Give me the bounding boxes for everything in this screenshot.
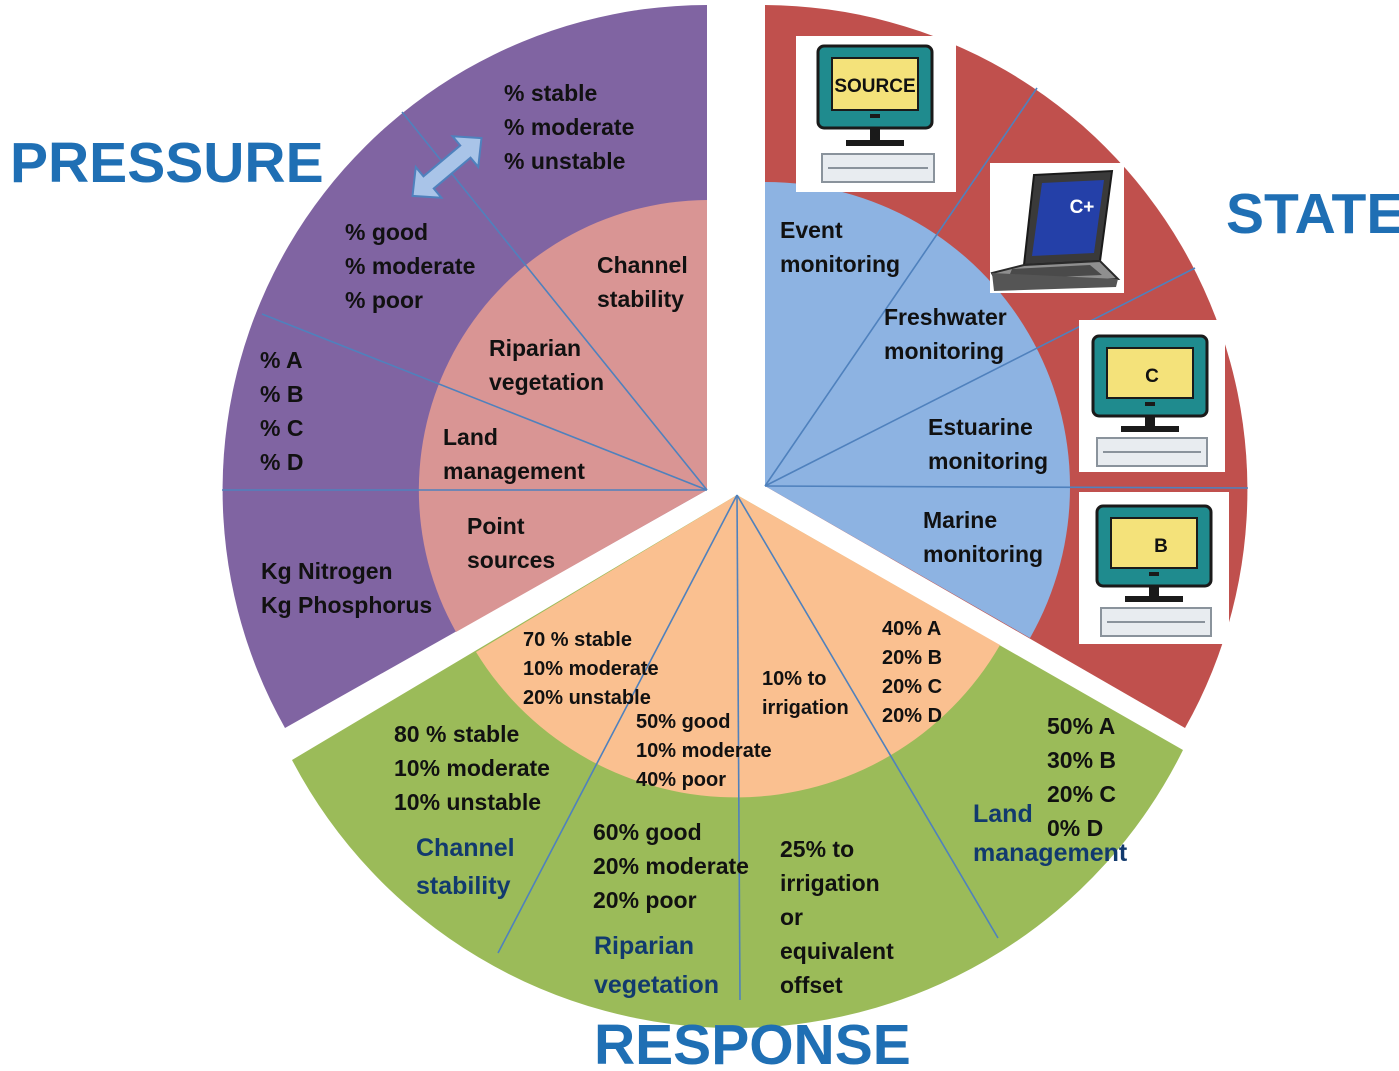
response-channel-stability-label: Channel stability bbox=[416, 834, 522, 900]
double-arrow-icon bbox=[411, 135, 483, 199]
freshwater-monitoring-label: Freshwater monitoring bbox=[884, 304, 1013, 364]
response-heading: RESPONSE bbox=[594, 1013, 911, 1071]
svg-text:B: B bbox=[1154, 536, 1168, 557]
response-stability-values: 80 % stable 10% moderate 10% unstable bbox=[394, 721, 556, 815]
marine-monitoring-label: Marine monitoring bbox=[923, 507, 1043, 567]
pressure-stability-levels: % stable % moderate % unstable bbox=[504, 80, 641, 174]
response-land-management-label: Land management bbox=[973, 800, 1128, 867]
pressure-point-sources-label: Point sources bbox=[467, 513, 555, 573]
pressure-dividers bbox=[222, 111, 708, 491]
response-irrigation-values: 25% to irrigation or equivalent offset bbox=[780, 836, 900, 998]
pressure-inner-ring bbox=[418, 200, 707, 632]
state-inner-ring bbox=[765, 181, 1071, 638]
pressure-heading: PRESSURE bbox=[10, 131, 324, 195]
response-riparian-vegetation-label: Riparian vegetation bbox=[594, 932, 719, 999]
response-vegetation-values: 60% good 20% moderate 20% poor bbox=[593, 819, 755, 913]
pressure-riparian-vegetation-label: Riparian vegetation bbox=[489, 335, 604, 395]
estuarine-monitoring-label: Estuarine monitoring bbox=[928, 414, 1048, 474]
svg-text:SOURCE: SOURCE bbox=[834, 76, 915, 97]
source-monitor-icon: SOURCE bbox=[796, 36, 956, 192]
response-inner-stability: 70 % stable 10% moderate 20% unstable bbox=[523, 629, 664, 709]
pressure-nutrient-loads: Kg Nitrogen Kg Phosphorus bbox=[261, 558, 432, 618]
cplus-laptop-icon: C+ bbox=[990, 163, 1124, 293]
response-dividers bbox=[497, 494, 999, 1001]
c-monitor-icon: C bbox=[1079, 320, 1225, 472]
response-inner-irrigation: 10% to irrigation bbox=[762, 668, 849, 719]
pressure-channel-stability-label: Channel stability bbox=[597, 252, 694, 312]
event-monitoring-label: Event monitoring bbox=[780, 217, 900, 277]
b-monitor-icon: B bbox=[1079, 492, 1229, 644]
response-grade-values: 50% A 30% B 20% C 0% D bbox=[1047, 713, 1122, 841]
pressure-grade-levels: % A % B % C % D bbox=[260, 347, 310, 475]
svg-text:C+: C+ bbox=[1070, 197, 1095, 218]
state-dividers bbox=[764, 87, 1249, 489]
pressure-land-management-label: Land management bbox=[443, 424, 585, 484]
response-inner-vegetation: 50% good 10% moderate 40% poor bbox=[636, 711, 777, 791]
state-heading: STATE bbox=[1226, 182, 1399, 246]
pressure-sector: % stable % moderate % unstable % good % … bbox=[222, 5, 708, 728]
response-inner-grades: 40% A 20% B 20% C 20% D bbox=[882, 618, 948, 727]
svg-text:C: C bbox=[1145, 366, 1159, 387]
state-sector: SOURCE C+ C bbox=[764, 5, 1249, 728]
pressure-vegetation-levels: % good % moderate % poor bbox=[345, 219, 482, 313]
response-sector: 70 % stable 10% moderate 20% unstable 50… bbox=[292, 494, 1183, 1029]
